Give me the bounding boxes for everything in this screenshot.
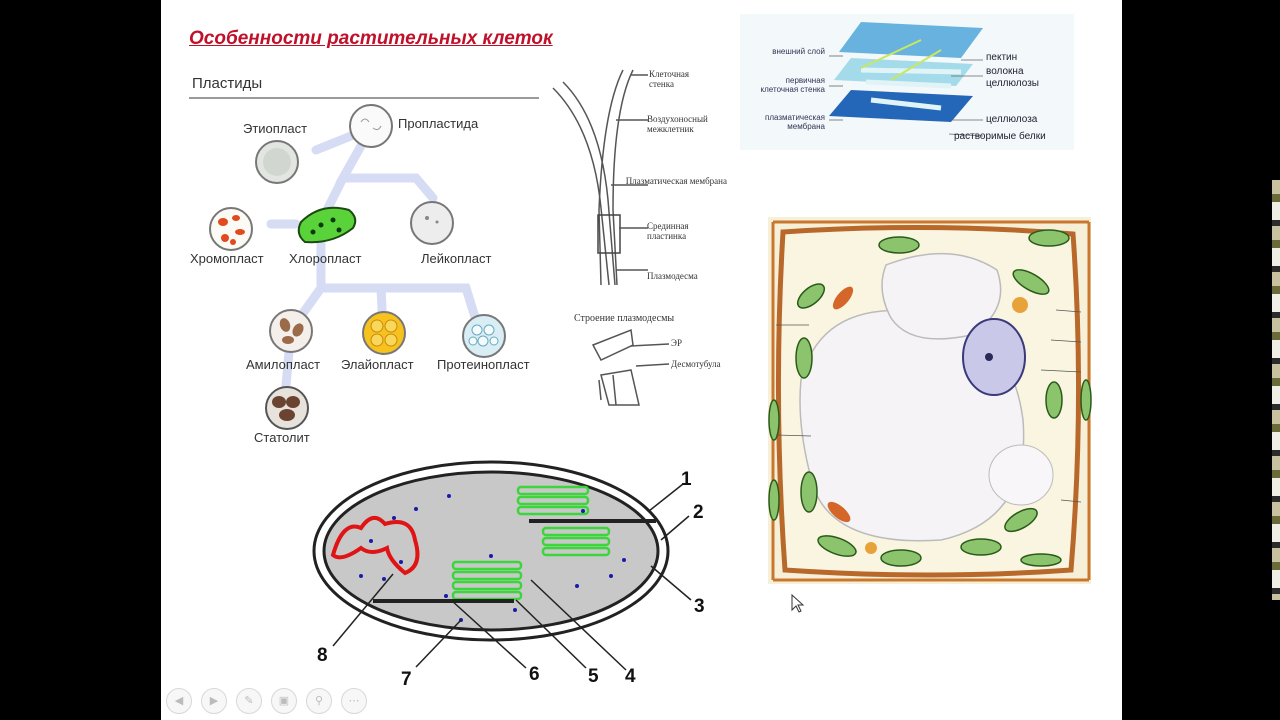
plastid-tree-graphic bbox=[209, 104, 506, 430]
chloroplast-label-2: 2 bbox=[693, 502, 704, 523]
proplastid-label: Пропластида bbox=[398, 116, 479, 131]
etioplast-label: Этиопласт bbox=[243, 121, 308, 136]
presentation-slide: Особенности растительных клеток Пластиды bbox=[161, 0, 1122, 720]
left-letterbox bbox=[0, 0, 161, 720]
proteinoplast-icon bbox=[462, 314, 506, 358]
adjacent-window-edge bbox=[1272, 180, 1280, 600]
chloroplast-label-3: 3 bbox=[694, 596, 705, 617]
section-label: Пластиды bbox=[192, 75, 263, 92]
plasmodesma-structure-label: Строение плазмодесмы bbox=[574, 313, 675, 324]
statolith-icon bbox=[265, 386, 309, 430]
prev-slide-button[interactable]: ◀ bbox=[166, 688, 192, 714]
outer-layer-label: внешний слой bbox=[772, 47, 825, 56]
airspace-label: Воздухоносный межклетник bbox=[647, 114, 708, 134]
amyloplast-label: Амилопласт bbox=[246, 357, 321, 372]
cellulose-label: целлюлоза bbox=[986, 114, 1038, 125]
more-options-button[interactable]: ⋯ bbox=[341, 688, 367, 714]
plasmodesma-structure-icon bbox=[591, 328, 670, 406]
chloroplast-numbered-diagram bbox=[312, 460, 692, 671]
prev-icon: ◀ bbox=[174, 695, 184, 707]
plasmodesma-label: Плазмодесма bbox=[647, 271, 698, 281]
next-icon: ▶ bbox=[209, 695, 219, 707]
chloroplast-label-8: 8 bbox=[317, 645, 328, 666]
pen-tool-button[interactable]: ✎ bbox=[236, 688, 262, 714]
cell-wall-label: Клеточная стенка bbox=[649, 69, 690, 89]
lamella-label: Срединная пластинка bbox=[647, 221, 689, 241]
chloroplast-label-1: 1 bbox=[681, 469, 692, 490]
chloroplast-label: Хлоропласт bbox=[289, 251, 362, 266]
zoom-icon: ⚲ bbox=[314, 695, 324, 707]
chloroplast-label-6: 6 bbox=[529, 664, 540, 685]
slide-title: Особенности растительных клеток bbox=[189, 28, 553, 49]
right-letterbox bbox=[1122, 0, 1280, 720]
more-icon: ⋯ bbox=[348, 695, 360, 707]
pectin-label: пектин bbox=[986, 52, 1018, 63]
chloroplast-label-4: 4 bbox=[625, 666, 636, 687]
cell-wall-diagram bbox=[552, 69, 670, 406]
statolith-label: Статолит bbox=[254, 430, 310, 445]
fibers-label: волокна целлюлозы bbox=[986, 66, 1039, 89]
plasma-membrane-label: плазматическая мембрана bbox=[764, 113, 825, 131]
desmotubule-label: Десмотубула bbox=[671, 359, 721, 369]
leucoplast-icon bbox=[410, 201, 454, 245]
elaioplast-label: Элайопласт bbox=[341, 357, 414, 372]
proplastid-icon bbox=[349, 104, 393, 148]
amyloplast-icon bbox=[269, 309, 313, 353]
soluble-proteins-label: растворимые белки bbox=[954, 131, 1046, 142]
slides-icon: ▣ bbox=[278, 695, 290, 707]
proteinoplast-label: Протеинопласт bbox=[437, 357, 530, 372]
see-all-slides-button[interactable]: ▣ bbox=[271, 688, 297, 714]
etioplast-icon bbox=[255, 140, 299, 184]
pen-icon: ✎ bbox=[244, 695, 254, 707]
next-slide-button[interactable]: ▶ bbox=[201, 688, 227, 714]
primary-wall-label: первичная клеточная стенка bbox=[760, 76, 825, 94]
chloroplast-label-5: 5 bbox=[588, 666, 599, 687]
er-label: ЭР bbox=[671, 338, 682, 348]
chloroplast-icon bbox=[297, 206, 357, 244]
chloroplast-label-7: 7 bbox=[401, 669, 412, 690]
zoom-button[interactable]: ⚲ bbox=[306, 688, 332, 714]
chromoplast-icon bbox=[209, 207, 253, 251]
leucoplast-label: Лейкопласт bbox=[421, 251, 492, 266]
elaioplast-icon bbox=[362, 311, 406, 355]
mouse-cursor-icon bbox=[791, 593, 805, 613]
plant-cell-diagram bbox=[768, 217, 1092, 613]
membrane-label: Плазматическая мембрана bbox=[625, 176, 727, 186]
wall-layers-diagram bbox=[740, 14, 1074, 150]
chromoplast-label: Хромопласт bbox=[190, 251, 264, 266]
section-divider bbox=[189, 97, 539, 99]
